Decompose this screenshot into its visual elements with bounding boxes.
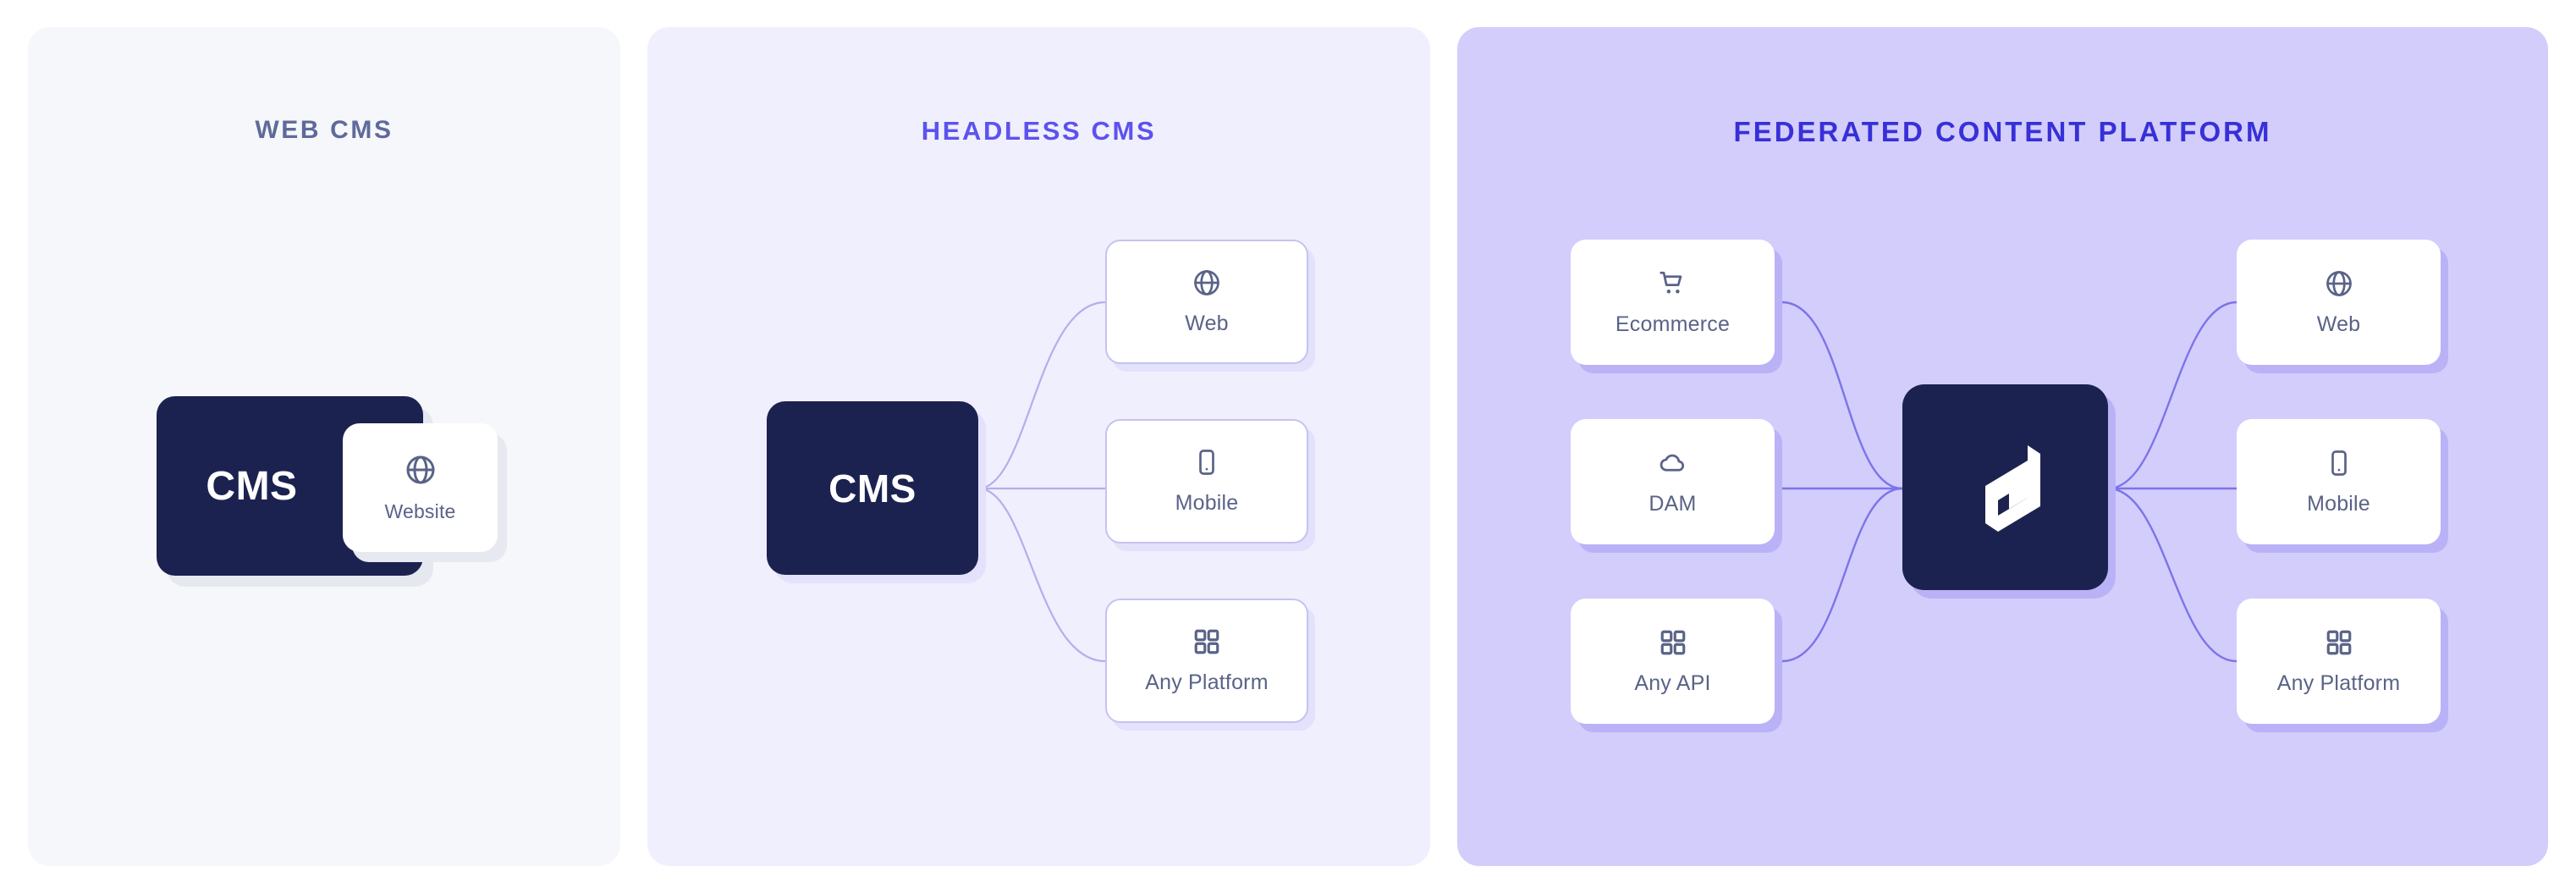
cloud-icon [1658, 448, 1688, 478]
hygraph-logo-icon [1962, 433, 2050, 541]
card-any-api-label: Any API [1634, 670, 1711, 695]
card-federated-any-platform: Any Platform [2237, 599, 2441, 724]
grid-icon [2324, 627, 2354, 658]
panel-federated-title: FEDERATED CONTENT PLATFORM [1733, 116, 2272, 147]
card-ecommerce: Ecommerce [1571, 240, 1775, 365]
card-headless-web-label: Web [1185, 312, 1229, 335]
core-block-headless-cms: CMS [767, 401, 978, 575]
card-headless-mobile: Mobile [1105, 419, 1308, 544]
globe-icon [2324, 268, 2354, 299]
card-federated-web: Web [2237, 240, 2441, 365]
core-block-headless-cms-label: CMS [828, 466, 916, 510]
card-federated-mobile-label: Mobile [2307, 491, 2370, 516]
panel-headless-cms-title: HEADLESS CMS [921, 116, 1157, 146]
panel-headless-cms: HEADLESS CMS [647, 27, 1430, 866]
card-headless-any-platform-label: Any Platform [1145, 670, 1269, 694]
mobile-icon [1192, 447, 1222, 477]
card-headless-mobile-label: Mobile [1175, 491, 1239, 515]
core-block-federated-platform [1902, 384, 2108, 590]
mobile-icon [2324, 448, 2354, 478]
card-website-label: Website [384, 499, 456, 522]
core-block-web-cms-label: CMS [206, 463, 298, 509]
card-dam: DAM [1571, 419, 1775, 544]
card-headless-web: Web [1105, 240, 1308, 364]
card-headless-any-platform: Any Platform [1105, 599, 1308, 723]
shopping-cart-icon [1658, 268, 1688, 299]
grid-icon [1658, 627, 1688, 658]
globe-icon [1192, 268, 1222, 298]
card-federated-web-label: Web [2316, 312, 2361, 336]
panel-web-cms-title: WEB CMS [255, 116, 394, 144]
globe-icon [404, 453, 438, 487]
card-website: Website [343, 423, 498, 552]
card-federated-any-platform-label: Any Platform [2276, 670, 2401, 695]
card-any-api: Any API [1571, 599, 1775, 724]
card-ecommerce-label: Ecommerce [1615, 312, 1731, 336]
card-dam-label: DAM [1649, 491, 1697, 516]
card-federated-mobile: Mobile [2237, 419, 2441, 544]
grid-icon [1192, 626, 1222, 657]
